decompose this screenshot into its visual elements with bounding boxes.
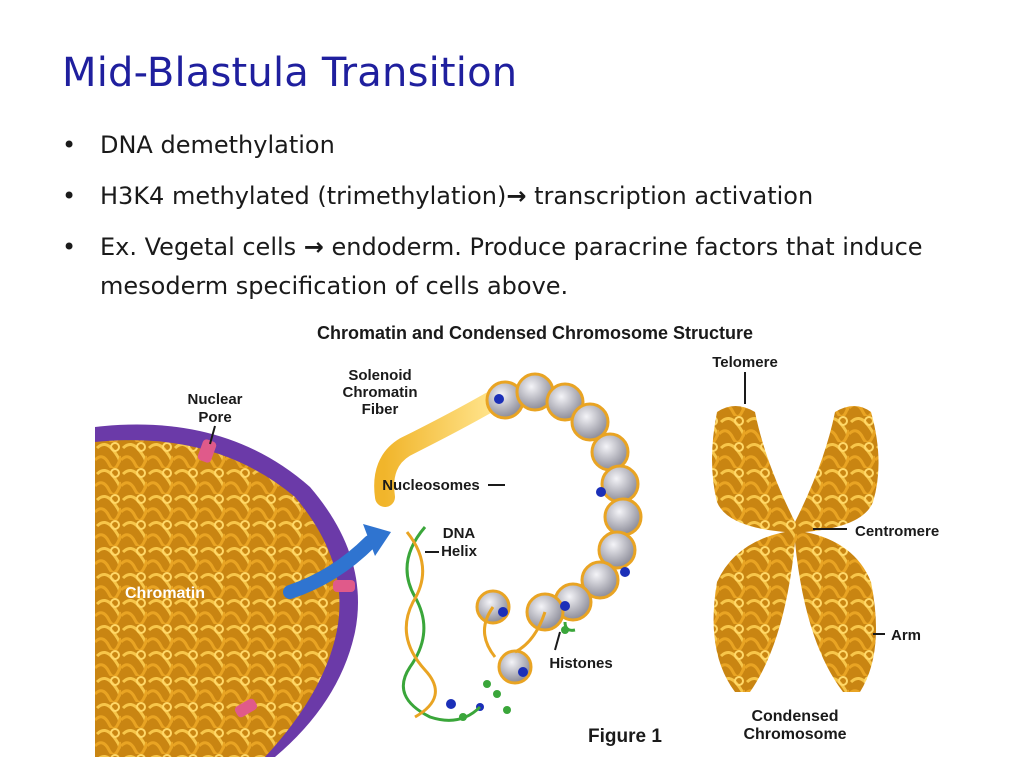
solenoid-label: Solenoid [348,367,411,384]
condensed-chromosome [712,372,879,692]
nuclear-pore-label: Nuclear [187,391,242,408]
bullet-list: • DNA demethylation • H3K4 methylated (t… [62,126,982,318]
bullet-text: transcription activation [526,182,814,210]
nuclear-pore-icon [333,580,355,592]
bullet-item: • Ex. Vegetal cells → endoderm. Produce … [62,228,982,306]
bullet-text: endoderm. Produce paracrine factors that… [100,233,923,300]
bullet-marker: • [62,233,77,261]
histones-label: Histones [549,655,612,672]
arrow-icon: → [506,182,527,210]
chromatin-figure: Chromatin and Condensed Chromosome Struc… [95,323,939,757]
condensed-chromosome-label: Chromosome [743,726,846,743]
bullet-marker: • [62,182,77,210]
bullet-marker: • [62,131,77,159]
bullet-text: DNA demethylation [100,131,335,159]
figure-caption: Figure 1 [588,726,662,747]
bullet-text: H3K4 methylated (trimethylation) [100,182,507,210]
telomere-label: Telomere [712,354,778,371]
solenoid-fiber [374,392,500,507]
arrow-icon [283,535,377,599]
figure-heading: Chromatin and Condensed Chromosome Struc… [317,323,753,343]
nucleosome-coil [446,372,643,721]
slide-title: Mid-Blastula Transition [62,50,518,96]
nuclear-pore-label: Pore [198,409,231,426]
bullet-item: • H3K4 methylated (trimethylation)→ tran… [62,177,982,216]
solenoid-label: Chromatin [343,384,418,401]
centromere-label: Centromere [855,523,939,540]
nucleus-illustration: Chromatin [95,424,391,757]
solenoid-label: Fiber [362,401,399,418]
dna-helix-label: DNA [443,525,476,542]
dna-helix [401,526,482,722]
nuclear-pore-icon [234,698,258,718]
nuclear-pore-icon [197,439,217,463]
dna-helix-label: Helix [441,543,478,560]
bullet-text: Ex. Vegetal cells [100,233,304,261]
arm-label: Arm [891,627,921,644]
bullet-item: • DNA demethylation [62,126,982,165]
condensed-chromosome-label: Condensed [751,708,838,725]
nucleosomes-label: Nucleosomes [382,477,480,494]
chromatin-label: Chromatin [125,585,205,602]
arrow-icon: → [303,233,324,261]
